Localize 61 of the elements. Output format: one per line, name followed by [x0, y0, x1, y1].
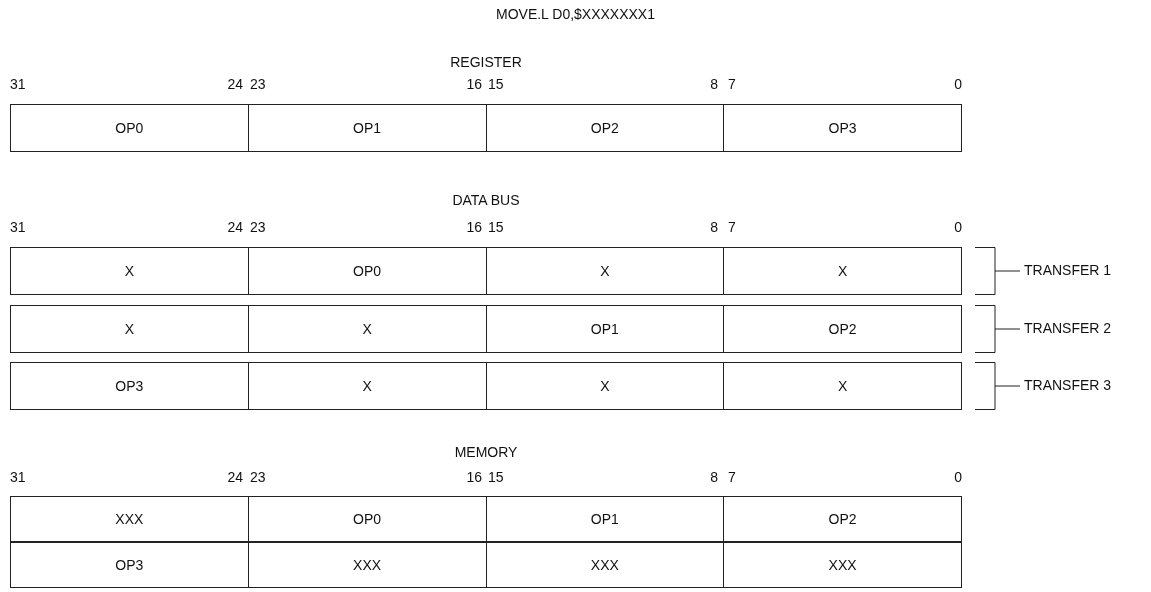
byte-value: OP3 — [115, 557, 144, 573]
bit-number: 15 — [488, 76, 504, 92]
byte-value: OP1 — [590, 511, 619, 527]
bit-number: 7 — [728, 76, 736, 92]
byte-value: XXX — [353, 557, 382, 573]
bit-number: 31 — [10, 76, 26, 92]
byte-row — [10, 305, 962, 353]
bit-number: 0 — [954, 76, 962, 92]
bit-number: 8 — [710, 76, 718, 92]
byte-value: OP0 — [353, 511, 382, 527]
bit-number: 16 — [466, 76, 482, 92]
section-heading: REGISTER — [450, 54, 522, 70]
bit-number: 24 — [227, 219, 243, 235]
bit-number: 31 — [10, 219, 26, 235]
bit-number: 0 — [954, 219, 962, 235]
byte-value: X — [837, 263, 848, 279]
bit-number: 16 — [466, 219, 482, 235]
bit-number: 16 — [466, 469, 482, 485]
byte-value: OP0 — [115, 120, 144, 136]
bit-number: 23 — [250, 76, 266, 92]
bit-number: 0 — [954, 469, 962, 485]
byte-value: OP0 — [353, 263, 382, 279]
bit-number: 23 — [250, 469, 266, 485]
bit-number: 7 — [728, 469, 736, 485]
byte-row — [10, 496, 962, 542]
byte-value: OP2 — [828, 321, 857, 337]
byte-value: OP3 — [115, 378, 144, 394]
bit-number: 24 — [227, 469, 243, 485]
byte-value: XXX — [590, 557, 619, 573]
bit-number: 24 — [227, 76, 243, 92]
byte-value: OP1 — [590, 321, 619, 337]
transfer-label: TRANSFER 1 — [1024, 262, 1112, 278]
byte-value: OP3 — [828, 120, 857, 136]
transfer-label: TRANSFER 3 — [1024, 377, 1112, 393]
byte-value: XXX — [115, 511, 144, 527]
byte-value: X — [600, 263, 610, 279]
byte-value: X — [124, 321, 135, 337]
byte-row — [10, 104, 962, 152]
byte-value: OP1 — [353, 120, 382, 136]
byte-value: X — [362, 378, 372, 394]
byte-value: OP2 — [828, 511, 857, 527]
bit-number: 15 — [488, 219, 504, 235]
byte-value: X — [362, 321, 372, 337]
section-heading: DATA BUS — [452, 192, 520, 208]
byte-value: X — [837, 378, 848, 394]
bit-number: 7 — [728, 219, 736, 235]
bit-number: 8 — [710, 469, 718, 485]
byte-value: X — [600, 378, 610, 394]
byte-row — [10, 542, 962, 588]
bit-number: 31 — [10, 469, 26, 485]
bit-number: 23 — [250, 219, 266, 235]
transfer-label: TRANSFER 2 — [1024, 320, 1112, 336]
bit-number: 8 — [710, 219, 718, 235]
section-heading: MEMORY — [454, 444, 518, 460]
instruction-title: MOVE.L D0,$XXXXXXX1 — [495, 6, 656, 22]
byte-row — [10, 362, 962, 410]
byte-value: XXX — [828, 557, 857, 573]
bit-number: 15 — [488, 469, 504, 485]
byte-value: OP2 — [590, 120, 619, 136]
byte-row — [10, 247, 962, 295]
byte-value: X — [124, 263, 135, 279]
